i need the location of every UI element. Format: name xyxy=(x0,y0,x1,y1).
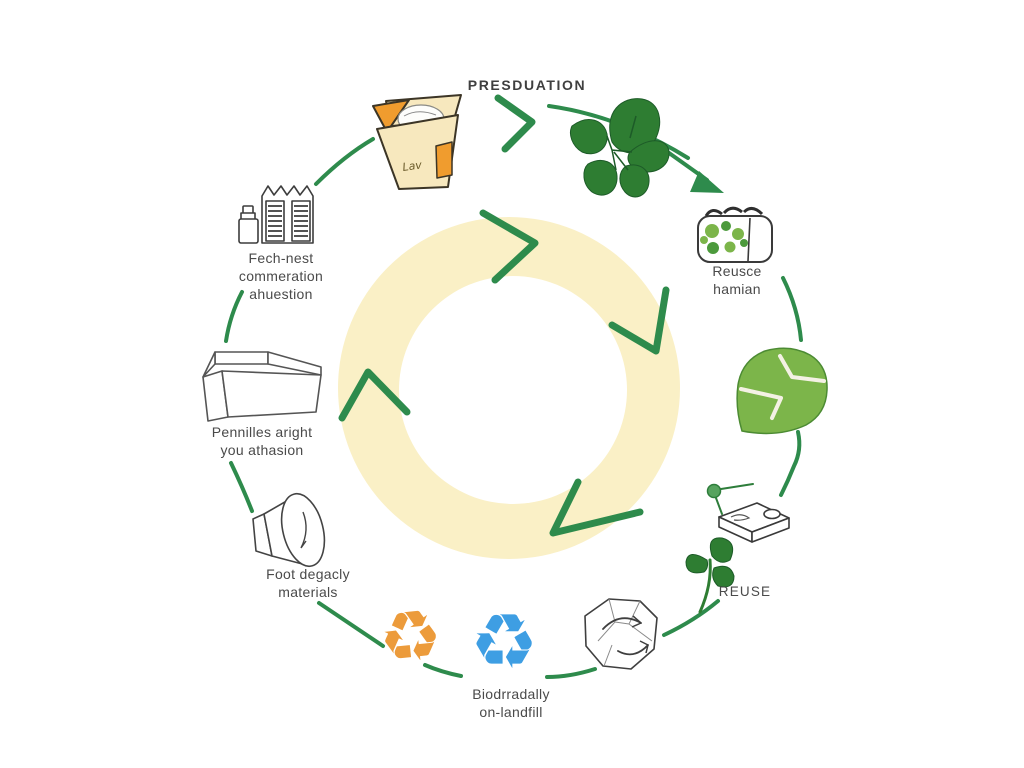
arc-orange-cup xyxy=(317,601,385,648)
orange-recycle-icon: ♻ xyxy=(374,592,446,682)
arc-factory-carton xyxy=(224,290,244,343)
carton-label: Pennilles aright you athasion xyxy=(211,424,313,458)
arc-reuse-paper xyxy=(662,599,720,637)
leaves-icon xyxy=(569,98,670,198)
ring-chevron-left-icon xyxy=(338,368,411,422)
ring-chevron-bottom-icon xyxy=(549,478,644,537)
leaf-icon xyxy=(736,347,828,435)
connector-arcs xyxy=(224,94,803,679)
reuse-label: REUSE xyxy=(718,584,772,599)
flow-chevron-icon xyxy=(494,94,536,153)
arc-blue-orange xyxy=(423,663,463,678)
carton-icon xyxy=(202,351,322,422)
arc-factory-box xyxy=(314,137,375,186)
arc-carton-cup xyxy=(229,461,254,513)
sprig-icon xyxy=(685,537,735,614)
container-label: Reusce hamian xyxy=(712,263,762,297)
landfill-label: Biodrradally on-landfill xyxy=(472,686,550,720)
ring-chevron-right-icon xyxy=(608,286,670,355)
cup-icon xyxy=(252,492,326,568)
takeout-box-icon: Lav xyxy=(372,94,462,190)
factory-label: Fech-nest commeration ahuestion xyxy=(238,250,324,302)
lifecycle-ring xyxy=(338,209,680,559)
arc-container-leaf xyxy=(781,276,803,342)
production-title: PRESDUATION xyxy=(467,77,587,93)
reuse-package-icon xyxy=(685,483,790,614)
arc-paper-blue xyxy=(545,667,597,679)
cup-label: Foot degacly materials xyxy=(266,566,350,600)
salad-container-icon xyxy=(697,206,773,263)
factory-icon xyxy=(238,185,314,244)
pin-icon xyxy=(706,483,722,499)
crumpled-paper-icon xyxy=(584,598,658,670)
blue-recycle-icon: ♻ xyxy=(470,597,539,686)
box-mark-label: Lav xyxy=(402,158,423,174)
arc-leaf-reuse xyxy=(779,430,802,497)
production-arrowhead-icon xyxy=(690,171,724,193)
ring-chevron-top-icon xyxy=(479,209,539,284)
tray-box-icon xyxy=(718,502,790,543)
ring-inner xyxy=(399,276,627,504)
